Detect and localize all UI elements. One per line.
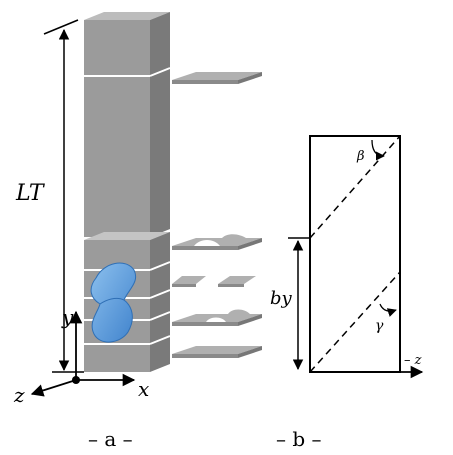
beta-angle-arc bbox=[371, 139, 385, 161]
bar-cut-line bbox=[149, 261, 171, 271]
slice-plate-edge bbox=[238, 346, 262, 358]
gamma-label: γ bbox=[375, 318, 384, 334]
bar-upper-front-face bbox=[84, 20, 150, 237]
slice-plate-notched bbox=[172, 234, 262, 246]
bar-cut-line bbox=[149, 311, 171, 321]
hole-edge-upper bbox=[309, 135, 401, 239]
slice-plate-edge bbox=[238, 72, 262, 84]
lt-label: LT bbox=[15, 181, 46, 206]
panel-b: β γ by – z – b – bbox=[270, 135, 424, 451]
coordinate-axes: y x z bbox=[13, 305, 149, 407]
bar-lower-side-face bbox=[150, 232, 170, 372]
y-axis-label: y bbox=[61, 305, 74, 329]
by-label: by bbox=[270, 288, 293, 309]
slice-plate-edge bbox=[172, 354, 238, 358]
bar-upper-block bbox=[84, 12, 171, 237]
caption-b: – b – bbox=[276, 427, 322, 451]
x-axis-label: x bbox=[138, 377, 149, 401]
caption-a: – a – bbox=[88, 427, 133, 451]
gamma-angle-arc bbox=[379, 303, 397, 317]
bar-upper-top-face bbox=[84, 12, 170, 20]
lt-dimension: LT bbox=[15, 19, 84, 373]
section-rectangle bbox=[309, 135, 401, 373]
exploded-slices bbox=[172, 72, 262, 358]
hole-inner-edge bbox=[99, 297, 125, 305]
panel-a: LT y x z – a – bbox=[13, 12, 262, 451]
slice-fragment-edge bbox=[218, 284, 244, 287]
slice-plate-edge bbox=[238, 314, 262, 326]
z-axis-arrow bbox=[30, 379, 77, 397]
slice-fragment-edge bbox=[172, 284, 196, 287]
bar-cut-line bbox=[149, 335, 171, 345]
origin-dot bbox=[72, 376, 80, 384]
bar-upper-side-face bbox=[150, 12, 170, 237]
bar-cut-line bbox=[149, 67, 171, 77]
slice-plate bbox=[172, 346, 262, 354]
slice-plate-notched bbox=[172, 309, 262, 322]
bar-lower-top-face bbox=[84, 232, 170, 240]
z-axis-label: z bbox=[13, 383, 25, 407]
hole-edge-lower bbox=[309, 271, 401, 373]
bar-cut-line bbox=[149, 289, 171, 299]
slice-fragment bbox=[218, 276, 256, 284]
slice-fragment bbox=[172, 276, 206, 284]
slice-plate-edge bbox=[172, 322, 238, 326]
slice-plate bbox=[172, 72, 262, 80]
beta-label: β bbox=[356, 149, 365, 164]
bar-lower-block bbox=[84, 232, 171, 372]
slice-plate-edge bbox=[238, 238, 262, 250]
lt-tick-top bbox=[43, 19, 79, 35]
slice-plate-edge bbox=[172, 80, 238, 84]
slice-plate-edge bbox=[172, 246, 238, 250]
z-axis-b-label: – z bbox=[404, 353, 422, 368]
